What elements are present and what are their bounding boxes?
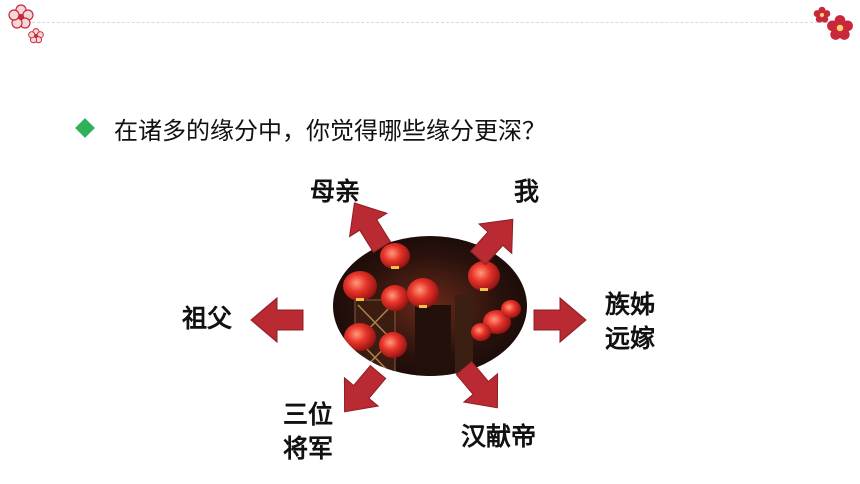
header-divider bbox=[12, 22, 848, 23]
arrow-icon bbox=[343, 364, 387, 413]
arrow-icon bbox=[469, 218, 514, 266]
node-clan-sister: 族姊 远嫁 bbox=[605, 290, 656, 353]
node-mother: 母亲 bbox=[310, 177, 361, 206]
node-grandfather: 祖父 bbox=[182, 304, 233, 333]
plum-blossom-icon bbox=[8, 4, 34, 29]
arrow-icon bbox=[455, 360, 499, 409]
node-me: 我 bbox=[514, 177, 540, 206]
lantern-photo bbox=[333, 236, 527, 376]
arrow-icon bbox=[250, 296, 304, 344]
question-row: 在诸多的缘分中，你觉得哪些缘分更深？ bbox=[75, 111, 546, 145]
node-three-generals: 三位 将军 bbox=[283, 400, 334, 463]
plum-blossom-icon bbox=[28, 28, 44, 44]
question-text: 在诸多的缘分中，你觉得哪些缘分更深？ bbox=[114, 116, 546, 145]
plum-blossom-icon bbox=[827, 15, 853, 40]
plum-blossom-icon bbox=[813, 6, 831, 23]
arrow-icon bbox=[348, 202, 392, 253]
node-emperor: 汉献帝 bbox=[461, 422, 537, 451]
arrow-icon bbox=[533, 296, 587, 344]
